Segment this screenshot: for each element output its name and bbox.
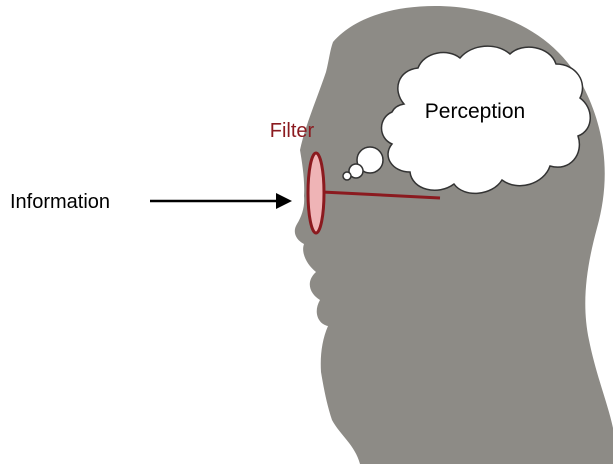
thought-bubble-medium (348, 163, 364, 179)
filter-lens (306, 151, 326, 235)
thought-bubble-small (342, 171, 352, 181)
thought-bubble-large (356, 146, 384, 174)
cloud-shape (380, 45, 591, 195)
information-label: Information (10, 191, 110, 213)
filter-label: Filter (270, 120, 315, 142)
information-arrow-head (276, 193, 292, 209)
filter-temple-arm (321, 190, 441, 200)
filter-lens-group: Filter (270, 120, 441, 235)
thought-cloud: Perception (342, 45, 591, 195)
thought-label: Perception (425, 100, 525, 123)
information-input: Information (10, 191, 292, 213)
